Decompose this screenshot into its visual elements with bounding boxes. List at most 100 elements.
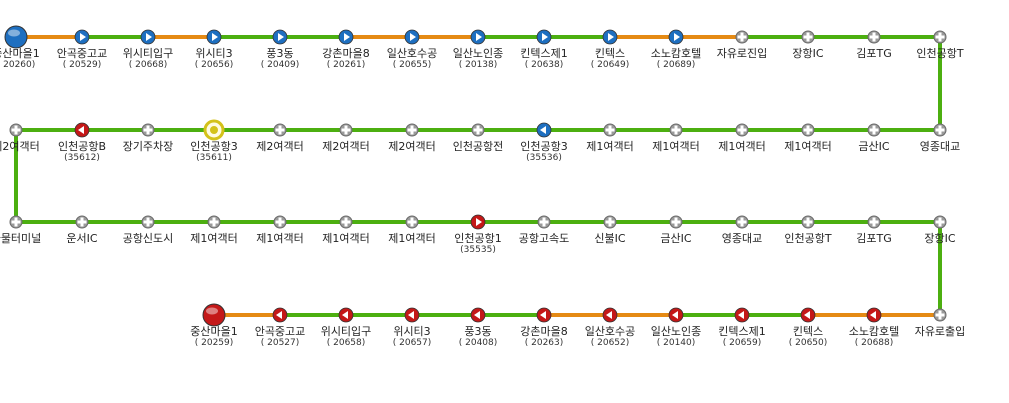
stop-name[interactable]: 제1여객터 <box>256 232 304 245</box>
stop-name[interactable]: 위시티입구 <box>320 325 372 338</box>
stop-name[interactable]: 제1여객터 <box>322 232 370 245</box>
stop-code: ( 20259) <box>194 338 234 348</box>
stop-name[interactable]: 공항신도시 <box>122 232 174 245</box>
waypoint-icon <box>9 215 23 229</box>
arrow-right-icon <box>470 29 486 45</box>
stop-name[interactable]: 인천공항1 <box>454 232 502 245</box>
stop-code: ( 20689) <box>656 60 696 70</box>
stop-name[interactable]: 소노캄호텔 <box>848 325 900 338</box>
stop-code: ( 20655) <box>392 60 432 70</box>
stop-name[interactable]: 중산마을1 <box>190 325 238 338</box>
arrow-right-icon <box>272 29 288 45</box>
stop-name[interactable]: 킨텍스 <box>792 325 824 338</box>
stop-code: ( 20659) <box>722 338 762 348</box>
terminal-icon <box>4 25 28 49</box>
stop-name[interactable]: 인천공항전 <box>452 140 504 153</box>
stop-name[interactable]: 킨텍스제1 <box>718 325 766 338</box>
stop-name[interactable]: 인천공항B <box>57 140 107 153</box>
waypoint-icon <box>867 30 881 44</box>
stop-name[interactable]: 제1여객터 <box>718 140 766 153</box>
stop-name[interactable]: 장항IC <box>792 47 824 60</box>
arrow-left-icon <box>602 307 618 323</box>
waypoint-icon <box>603 123 617 137</box>
stop-name[interactable]: 위시티3 <box>393 325 431 338</box>
stop-name[interactable]: 킨텍스 <box>594 47 626 60</box>
waypoint-icon <box>75 215 89 229</box>
stop-name[interactable]: 강촌마을8 <box>322 47 370 60</box>
stop-name[interactable]: 일산노인종 <box>452 47 504 60</box>
stop-name[interactable]: 위시티3 <box>195 47 233 60</box>
stop-code: (35536) <box>526 153 562 163</box>
arrow-left-icon <box>404 307 420 323</box>
waypoint-icon <box>735 215 749 229</box>
stop-code: ( 20652) <box>590 338 630 348</box>
stop-name[interactable]: 자유로출입 <box>914 325 966 338</box>
stop-name[interactable]: 제2여객터 <box>0 140 40 153</box>
stop-name[interactable]: 제1여객터 <box>586 140 634 153</box>
waypoint-icon <box>537 215 551 229</box>
arrow-right-icon <box>602 29 618 45</box>
stop-name[interactable]: 화물터미널 <box>0 232 42 245</box>
stop-name[interactable]: 김포TG <box>856 232 892 245</box>
arrow-left-icon <box>536 307 552 323</box>
stop-name[interactable]: 제1여객터 <box>190 232 238 245</box>
stop-name[interactable]: 제2여객터 <box>322 140 370 153</box>
stop-name[interactable]: 제1여객터 <box>652 140 700 153</box>
stop-name[interactable]: 풍3동 <box>266 47 294 60</box>
stop-name[interactable]: 금산IC <box>660 232 692 245</box>
waypoint-icon <box>933 123 947 137</box>
stop-name[interactable]: 신불IC <box>594 232 626 245</box>
stop-name[interactable]: 인천공항3 <box>190 140 238 153</box>
stop-name[interactable]: 제2여객터 <box>256 140 304 153</box>
arrow-right-icon <box>74 29 90 45</box>
arrow-left-icon <box>866 307 882 323</box>
stop-name[interactable]: 영종대교 <box>919 140 961 153</box>
stop-name[interactable]: 풍3동 <box>464 325 492 338</box>
waypoint-icon <box>867 215 881 229</box>
waypoint-icon <box>933 215 947 229</box>
stop-name[interactable]: 장기주차장 <box>122 140 174 153</box>
stop-name[interactable]: 인천공항T <box>916 47 964 60</box>
stop-name[interactable]: 자유로진입 <box>716 47 768 60</box>
stop-code: ( 20638) <box>524 60 564 70</box>
stop-code: ( 20408) <box>458 338 498 348</box>
stop-name[interactable]: 인천공항3 <box>520 140 568 153</box>
stop-name[interactable]: 일산호수공 <box>386 47 438 60</box>
stop-name[interactable]: 안곡중고교 <box>254 325 306 338</box>
stop-name[interactable]: 운서IC <box>66 232 98 245</box>
stop-name[interactable]: 제1여객터 <box>388 232 436 245</box>
current-icon <box>203 119 225 141</box>
stop-name[interactable]: 강촌마을8 <box>520 325 568 338</box>
waypoint-icon <box>141 123 155 137</box>
stop-name[interactable]: 인천공항T <box>784 232 832 245</box>
stop-name[interactable]: 킨텍스제1 <box>520 47 568 60</box>
stop-name[interactable]: 안곡중고교 <box>56 47 108 60</box>
stop-code: ( 20527) <box>260 338 300 348</box>
stop-code: ( 20688) <box>854 338 894 348</box>
stop-name[interactable]: 영종대교 <box>721 232 763 245</box>
stop-name[interactable]: 공항고속도 <box>518 232 570 245</box>
stop-code: (35535) <box>460 245 496 255</box>
stop-name[interactable]: 금산IC <box>858 140 890 153</box>
arrow-left-icon <box>800 307 816 323</box>
waypoint-icon <box>735 123 749 137</box>
stop-code: ( 20668) <box>128 60 168 70</box>
waypoint-icon <box>801 123 815 137</box>
stop-name[interactable]: 일산호수공 <box>584 325 636 338</box>
stop-code: ( 20650) <box>788 338 828 348</box>
arrow-left-icon <box>734 307 750 323</box>
stop-name[interactable]: 장항IC <box>924 232 956 245</box>
stop-name[interactable]: 김포TG <box>856 47 892 60</box>
arrow-left-icon <box>470 307 486 323</box>
stop-name[interactable]: 소노캄호텔 <box>650 47 702 60</box>
stop-name[interactable]: 위시티입구 <box>122 47 174 60</box>
stop-name[interactable]: 제1여객터 <box>784 140 832 153</box>
stop-code: ( 20140) <box>656 338 696 348</box>
stop-name[interactable]: 제2여객터 <box>388 140 436 153</box>
waypoint-icon <box>471 123 485 137</box>
waypoint-icon <box>141 215 155 229</box>
stop-name[interactable]: 중산마을1 <box>0 47 40 60</box>
stop-name[interactable]: 일산노인종 <box>650 325 702 338</box>
stop-code: ( 20658) <box>326 338 366 348</box>
